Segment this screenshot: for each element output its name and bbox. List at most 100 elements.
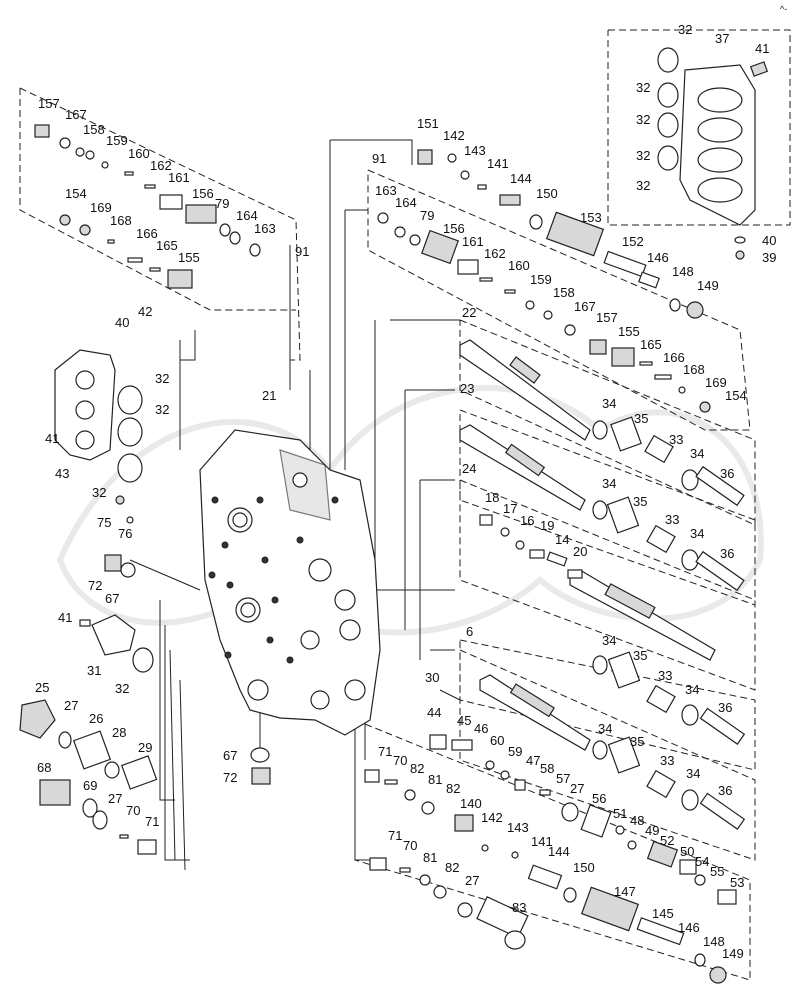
- callout-70b: 70: [393, 753, 407, 768]
- callout-47: 47: [526, 753, 540, 768]
- callout-150: 150: [536, 186, 558, 201]
- callout-154b: 154: [725, 388, 747, 403]
- callout-71a: 71: [145, 814, 159, 829]
- callout-25: 25: [35, 680, 49, 695]
- callout-150b: 150: [573, 860, 595, 875]
- callout-49: 49: [645, 823, 659, 838]
- callout-18: 18: [485, 490, 499, 505]
- left-orings: [117, 385, 143, 483]
- callout-156: 156: [192, 186, 214, 201]
- callout-26: 26: [89, 711, 103, 726]
- small-parts: [19, 124, 737, 984]
- callout-165b: 165: [640, 337, 662, 352]
- callout-167: 167: [65, 107, 87, 122]
- callout-34h: 34: [686, 766, 700, 781]
- callout-81a: 81: [428, 772, 442, 787]
- callout-146: 146: [647, 250, 669, 265]
- callout-41b: 41: [45, 431, 59, 446]
- watermark: [56, 384, 764, 636]
- callout-71c: 71: [388, 828, 402, 843]
- callout-35b: 35: [633, 494, 647, 509]
- callout-157: 157: [38, 96, 60, 111]
- callout-145: 145: [652, 906, 674, 921]
- callout-159: 159: [106, 133, 128, 148]
- callout-40a: 40: [762, 233, 776, 248]
- callout-166: 166: [136, 226, 158, 241]
- callout-27a: 27: [64, 698, 78, 713]
- callout-29: 29: [138, 740, 152, 755]
- callout-160: 160: [128, 146, 150, 161]
- callout-149: 149: [697, 278, 719, 293]
- callout-43: 43: [55, 466, 69, 481]
- callout-33c: 33: [658, 668, 672, 683]
- callout-22: 22: [462, 305, 476, 320]
- callout-143b: 143: [507, 820, 529, 835]
- callout-27c: 27: [570, 781, 584, 796]
- callout-35c: 35: [633, 648, 647, 663]
- callout-91: 91: [295, 244, 309, 259]
- callout-168b: 168: [683, 362, 705, 377]
- callout-168: 168: [110, 213, 132, 228]
- callout-27d: 27: [465, 873, 479, 888]
- callout-155b: 155: [618, 324, 640, 339]
- callout-41c: 41: [58, 610, 72, 625]
- callout-155: 155: [178, 250, 200, 265]
- callout-36d: 36: [718, 783, 732, 798]
- callout-158: 158: [83, 122, 105, 137]
- callout-57: 57: [556, 771, 570, 786]
- callout-44: 44: [427, 705, 441, 720]
- callout-32e: 32: [636, 80, 650, 95]
- callout-144b: 144: [548, 844, 570, 859]
- callout-69: 69: [83, 778, 97, 793]
- callout-148b: 148: [703, 934, 725, 949]
- callout-40b: 40: [115, 315, 129, 330]
- callout-32a: 32: [678, 22, 692, 37]
- callout-91b: 91: [372, 151, 386, 166]
- callout-163: 163: [254, 221, 276, 236]
- callout-162: 162: [150, 158, 172, 173]
- callout-53: 53: [730, 875, 744, 890]
- callout-34c: 34: [602, 476, 616, 491]
- callout-32b: 32: [636, 112, 650, 127]
- callout-162b: 162: [484, 246, 506, 261]
- callout-14: 14: [555, 532, 569, 547]
- callout-67a: 67: [105, 591, 119, 606]
- callout-50: 50: [680, 844, 694, 859]
- callout-151: 151: [417, 116, 439, 131]
- top-right-cover-plate: [657, 47, 769, 260]
- callout-72a: 72: [88, 578, 102, 593]
- callout-59: 59: [508, 744, 522, 759]
- callout-67b: 67: [223, 748, 237, 763]
- callout-34a: 34: [602, 396, 616, 411]
- callout-52: 52: [660, 833, 674, 848]
- callout-36a: 36: [720, 466, 734, 481]
- callout-45: 45: [457, 713, 471, 728]
- spool-row-30: [479, 674, 746, 830]
- callout-154: 154: [65, 186, 87, 201]
- leader-lines: [19, 29, 791, 981]
- callout-161b: 161: [462, 234, 484, 249]
- spool-row-23: [459, 424, 745, 592]
- callout-70c: 70: [403, 838, 417, 853]
- callout-56: 56: [592, 791, 606, 806]
- callout-72b: 72: [223, 770, 237, 785]
- callout-41a: 41: [755, 41, 769, 56]
- callout-147: 147: [614, 884, 636, 899]
- callout-32f: 32: [155, 371, 169, 386]
- callout-146b: 146: [678, 920, 700, 935]
- callout-166b: 166: [663, 350, 685, 365]
- callout-23: 23: [460, 381, 474, 396]
- callout-19: 19: [540, 518, 554, 533]
- callout-33d: 33: [660, 753, 674, 768]
- callout-68: 68: [37, 760, 51, 775]
- callout-165: 165: [156, 238, 178, 253]
- callout-142b: 142: [481, 810, 503, 825]
- callout-35d: 35: [630, 734, 644, 749]
- callout-32d: 32: [636, 178, 650, 193]
- callout-6: 6: [466, 624, 473, 639]
- callout-30: 30: [425, 670, 439, 685]
- left-cover-plate: [54, 349, 116, 461]
- callout-142: 142: [443, 128, 465, 143]
- callout-161: 161: [168, 170, 190, 185]
